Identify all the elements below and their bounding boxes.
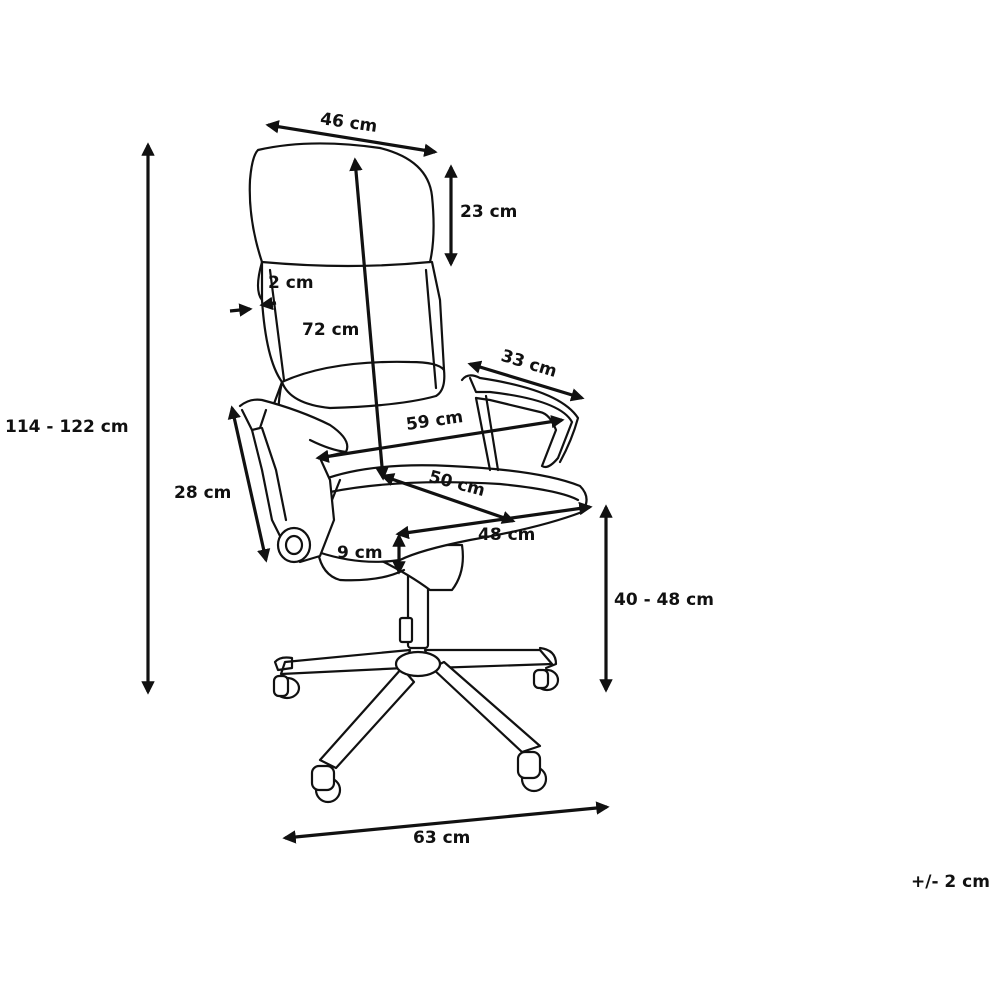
label-base-diameter: 63 cm: [413, 828, 471, 848]
base-leg-front-left: [318, 666, 416, 770]
base-leg-left: [279, 648, 412, 676]
label-tolerance: +/- 2 cm: [911, 872, 990, 892]
armrest-knob: [276, 526, 312, 564]
label-headrest-height: 23 cm: [460, 202, 518, 222]
arrow-armrest-length: [467, 360, 585, 402]
office-chair-outline: [238, 142, 588, 804]
label-total-height: 114 - 122 cm: [5, 417, 129, 437]
base-leg-front-right: [430, 660, 542, 754]
arrow-armrest-height: [227, 405, 271, 563]
arrow-backrest-width: [265, 120, 438, 157]
base-hub: [394, 650, 442, 678]
tilt-lever: [398, 616, 414, 644]
label-backrest-thickness: 2 cm: [268, 273, 314, 293]
label-seat-height: 40 - 48 cm: [614, 590, 714, 610]
arrow-thickness-left: [229, 303, 253, 317]
label-seat-width: 48 cm: [478, 525, 536, 545]
arrow-armrest-span: [315, 415, 565, 463]
arrow-seat-width: [395, 501, 593, 540]
arrow-thickness-right: [259, 296, 277, 311]
arrow-base-diameter: [282, 801, 610, 844]
headrest: [248, 142, 435, 268]
label-seat-thickness: 9 cm: [337, 543, 383, 563]
label-backrest-height: 72 cm: [302, 320, 360, 340]
dimension-arrows: [141, 120, 613, 844]
label-armrest-height: 28 cm: [174, 483, 232, 503]
